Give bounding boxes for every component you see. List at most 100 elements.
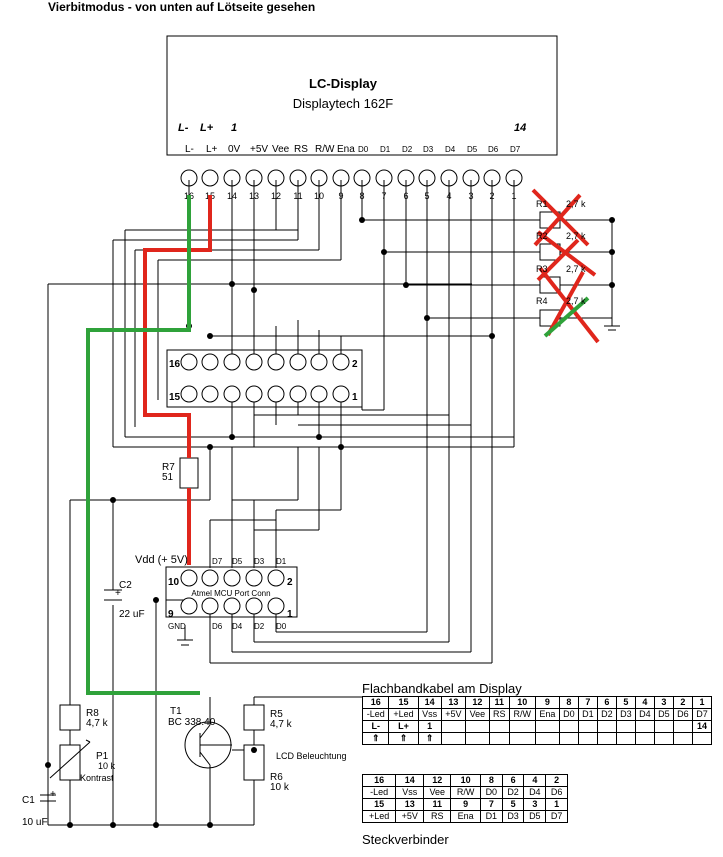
table-cell: D0: [558, 708, 579, 721]
connector-pad: [180, 353, 198, 371]
table-cell: +5V: [440, 708, 467, 721]
red-wire: [143, 195, 212, 458]
table-cell: D1: [577, 708, 598, 721]
connector-pad: [201, 353, 219, 371]
connector-pad: [267, 353, 285, 371]
table-cell: 9: [450, 798, 481, 811]
display-pin-name: L-: [185, 144, 194, 155]
table-cell: 12: [423, 774, 452, 787]
table-cell: [465, 720, 490, 733]
led-label: LCD Beleuchtung: [276, 751, 347, 761]
display-pin-name: RS: [294, 144, 308, 155]
table-cell: 14: [417, 696, 442, 709]
table-cell: ⇑: [417, 732, 442, 745]
connector-pad: [332, 385, 350, 403]
connector-pad: [310, 385, 328, 403]
connector-pad: [289, 353, 307, 371]
table-cell: 11: [488, 696, 510, 709]
mcu-pad: [201, 597, 219, 615]
r6-label: R6: [270, 772, 283, 783]
table-cell: D5: [523, 810, 547, 823]
mcu-title: Atmel MCU Port Conn: [191, 589, 270, 598]
table-cell: Vee: [423, 786, 452, 799]
display-tag-14: 14: [514, 122, 526, 134]
table-cell: 8: [558, 696, 579, 709]
table-cell: 10: [508, 696, 536, 709]
lc-display-box: [166, 35, 558, 156]
t1-value: BC 338.40: [168, 717, 216, 728]
table-cell: -Led: [361, 786, 397, 799]
connector-pad: [245, 385, 263, 403]
r2-label: R2: [536, 231, 548, 241]
connector-pad: [332, 353, 350, 371]
connector-pad: [289, 385, 307, 403]
table-cell: 1: [691, 696, 713, 709]
r5-value: 4,7 k: [270, 719, 293, 730]
table-cell: 14: [691, 720, 713, 733]
table-cell: [534, 720, 560, 733]
mcu-label-10: 10: [168, 577, 180, 588]
mcu-pad: [180, 569, 198, 587]
display-tag-lplus: L+: [200, 122, 214, 134]
p1-name: Kontrast: [80, 773, 114, 783]
mcu-pad: [267, 569, 285, 587]
table-cell: D3: [615, 708, 636, 721]
table-cell: R/W: [508, 708, 536, 721]
table-cell: 15: [361, 798, 397, 811]
r3-label: R3: [536, 264, 548, 274]
c1-plus: +: [50, 789, 56, 800]
mcu-pad: [245, 569, 263, 587]
connector-pad: [223, 353, 241, 371]
display-pin-name: R/W: [315, 144, 335, 155]
table-cell: 16: [361, 774, 397, 787]
table-cell: 1: [417, 720, 442, 733]
table-cell: D3: [501, 810, 525, 823]
table-cell: +Led: [388, 708, 419, 721]
display-pin-name: D6: [488, 145, 499, 154]
table-cell: 4: [523, 774, 547, 787]
mcu-top-pin-3: D3: [254, 557, 265, 566]
connector-pad: [180, 385, 198, 403]
mcu-vdd: Vdd (+ 5V): [135, 554, 188, 566]
table-cell: D4: [634, 708, 655, 721]
table-cell: 15: [388, 696, 419, 709]
table-cell: D7: [691, 708, 713, 721]
table-cell: [558, 732, 579, 745]
mcu-pads: [180, 569, 285, 615]
mcu-bottom-pin-1: D6: [212, 622, 223, 631]
r2-value: 2,7 k: [566, 231, 586, 241]
r7-label: R7: [162, 462, 175, 473]
display-pin-name: D3: [423, 145, 434, 154]
table-cell: R/W: [450, 786, 481, 799]
display-pin-name: D2: [402, 145, 413, 154]
table-cell: [488, 732, 510, 745]
table-cell: [653, 732, 674, 745]
table-cell: 6: [596, 696, 617, 709]
r8-label: R8: [86, 708, 99, 719]
display-pin-name: D1: [380, 145, 391, 154]
table-cell: [577, 720, 598, 733]
table-cell: 3: [523, 798, 547, 811]
table-cell: D6: [545, 786, 568, 799]
table-cell: D2: [501, 786, 525, 799]
table-cell: Vss: [417, 708, 442, 721]
table-cell: Ena: [450, 810, 481, 823]
display-pin-name: +5V: [250, 144, 268, 155]
table-cell: [615, 732, 636, 745]
connector-pads: [180, 353, 350, 403]
connector-16-pin: [166, 349, 363, 408]
table2-title: Steckverbinder: [362, 832, 449, 847]
table-cell: [672, 732, 693, 745]
display-model: Displaytech 162F: [293, 96, 393, 111]
table-cell: Vss: [395, 786, 425, 799]
table-cell: D6: [672, 708, 693, 721]
r6-value: 10 k: [270, 782, 290, 793]
mcu-pad: [223, 569, 241, 587]
table-cell: D5: [653, 708, 674, 721]
mcu-label-9: 9: [168, 609, 174, 620]
diagram-title: Vierbitmodus - von unten auf Lötseite ge…: [48, 0, 315, 14]
table-cell: Ena: [534, 708, 560, 721]
table-cell: [488, 720, 510, 733]
table-cell: 14: [395, 774, 425, 787]
